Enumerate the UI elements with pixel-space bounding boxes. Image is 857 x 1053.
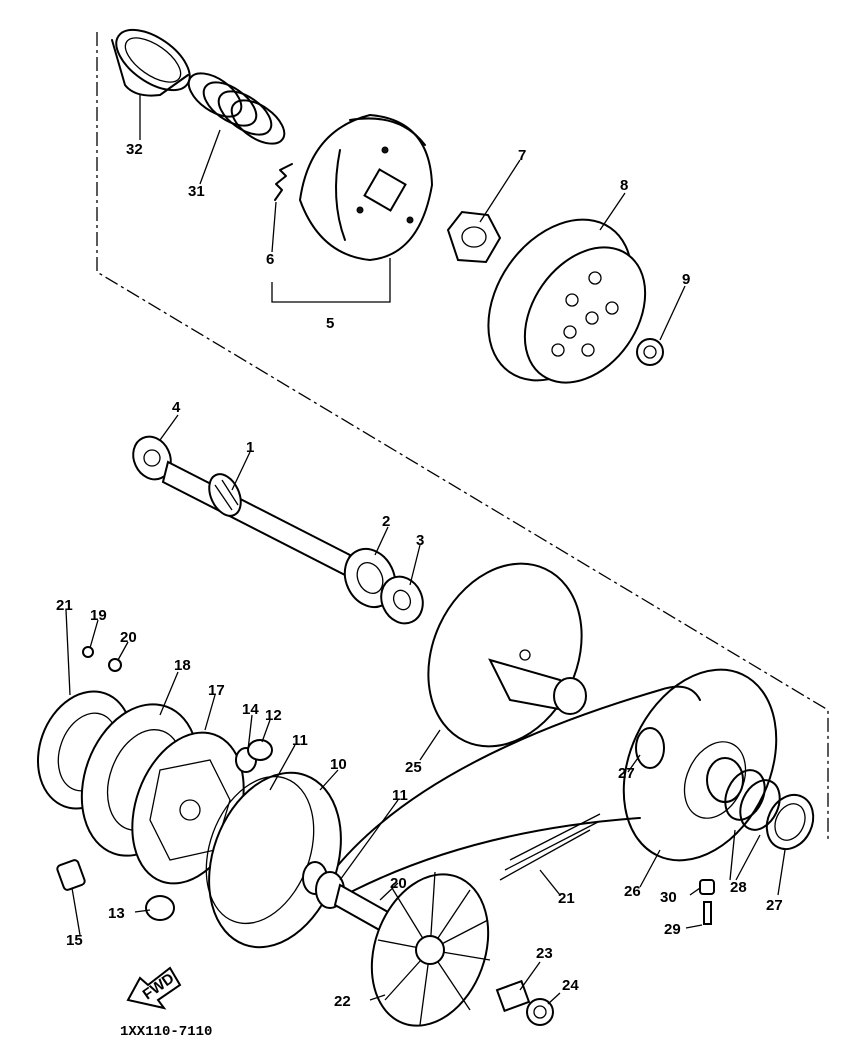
part-1-shaft [161, 460, 352, 577]
callout-8: 8 [620, 177, 628, 194]
callout-27-a: 27 [618, 765, 635, 782]
group-boundary-lines [96, 32, 829, 842]
part-31-spring [187, 72, 286, 145]
callout-11-b: 11 [392, 787, 408, 804]
leader-lines [65, 95, 786, 1005]
part-5-clutch-carrier [298, 113, 434, 262]
callout-12-b: 13 [108, 905, 125, 922]
part-6-spring [274, 163, 293, 201]
callout-28: 28 [730, 879, 747, 896]
part-8-clutch-housing [487, 218, 647, 384]
part-7-nut [446, 210, 502, 264]
part-27-collar-b [765, 793, 815, 851]
part-10-sliding-sheave [205, 771, 342, 949]
callout-20: 20 [390, 875, 407, 892]
callout-18: 20 [120, 629, 137, 646]
callout-19: 21 [56, 597, 73, 614]
callout-4: 4 [172, 399, 181, 416]
callout-31: 31 [188, 183, 205, 200]
callout-29: 29 [664, 921, 681, 938]
callout-17: 19 [90, 607, 107, 624]
part-17-screw [82, 646, 94, 658]
callout-14: 15 [66, 932, 83, 949]
callout-11-a: 11 [292, 732, 308, 749]
callout-7: 7 [518, 147, 526, 164]
callout-10: 10 [330, 756, 347, 773]
callout-16: 18 [174, 657, 191, 674]
part-32-sleeve [111, 28, 191, 97]
part-4-bearing [132, 435, 172, 481]
part-21-v-belt [329, 685, 701, 896]
callout-24: 24 [562, 977, 579, 994]
callout-22: 22 [334, 993, 351, 1010]
part-12-roller-a [247, 739, 273, 761]
callout-25: 25 [405, 759, 422, 776]
callout-23: 23 [536, 945, 553, 962]
callout-13: 14 [242, 701, 259, 718]
part-12-roller-b [145, 895, 175, 921]
callout-12-a: 12 [265, 707, 282, 724]
part-3-oil-seal [380, 575, 424, 625]
part-22-fan-sheave [370, 871, 491, 1027]
part-28-o-rings [724, 769, 781, 831]
fwd-arrow-icon: FWD [126, 966, 182, 1010]
callout-2: 2 [382, 513, 390, 530]
callout-15: 17 [208, 682, 225, 699]
part-code: 1XX110-7110 [120, 1024, 212, 1040]
callout-30: 30 [660, 889, 677, 906]
part-26-sheave [622, 668, 778, 862]
part-30-guide [699, 879, 715, 895]
callout-27-b: 27 [766, 897, 783, 914]
part-23-washer [495, 979, 531, 1013]
part-27-collar-a [635, 727, 665, 769]
callout-9: 9 [682, 271, 690, 288]
part-18-washer [108, 658, 122, 672]
callout-labels: 32 31 6 5 7 8 9 4 1 2 3 21 19 20 18 17 1… [56, 141, 783, 1010]
callout-6: 6 [266, 251, 274, 268]
part-29-pin [703, 901, 712, 925]
part-25-sheave [427, 562, 587, 748]
part-24-nut [526, 998, 554, 1026]
callout-32: 32 [126, 141, 143, 158]
callout-5: 5 [326, 315, 334, 332]
part-9-nut [636, 338, 664, 366]
callout-26: 26 [624, 883, 641, 900]
callout-3: 3 [416, 532, 424, 549]
callout-1: 1 [246, 439, 254, 456]
callout-21: 21 [558, 890, 575, 907]
part-14-clip [56, 859, 86, 891]
